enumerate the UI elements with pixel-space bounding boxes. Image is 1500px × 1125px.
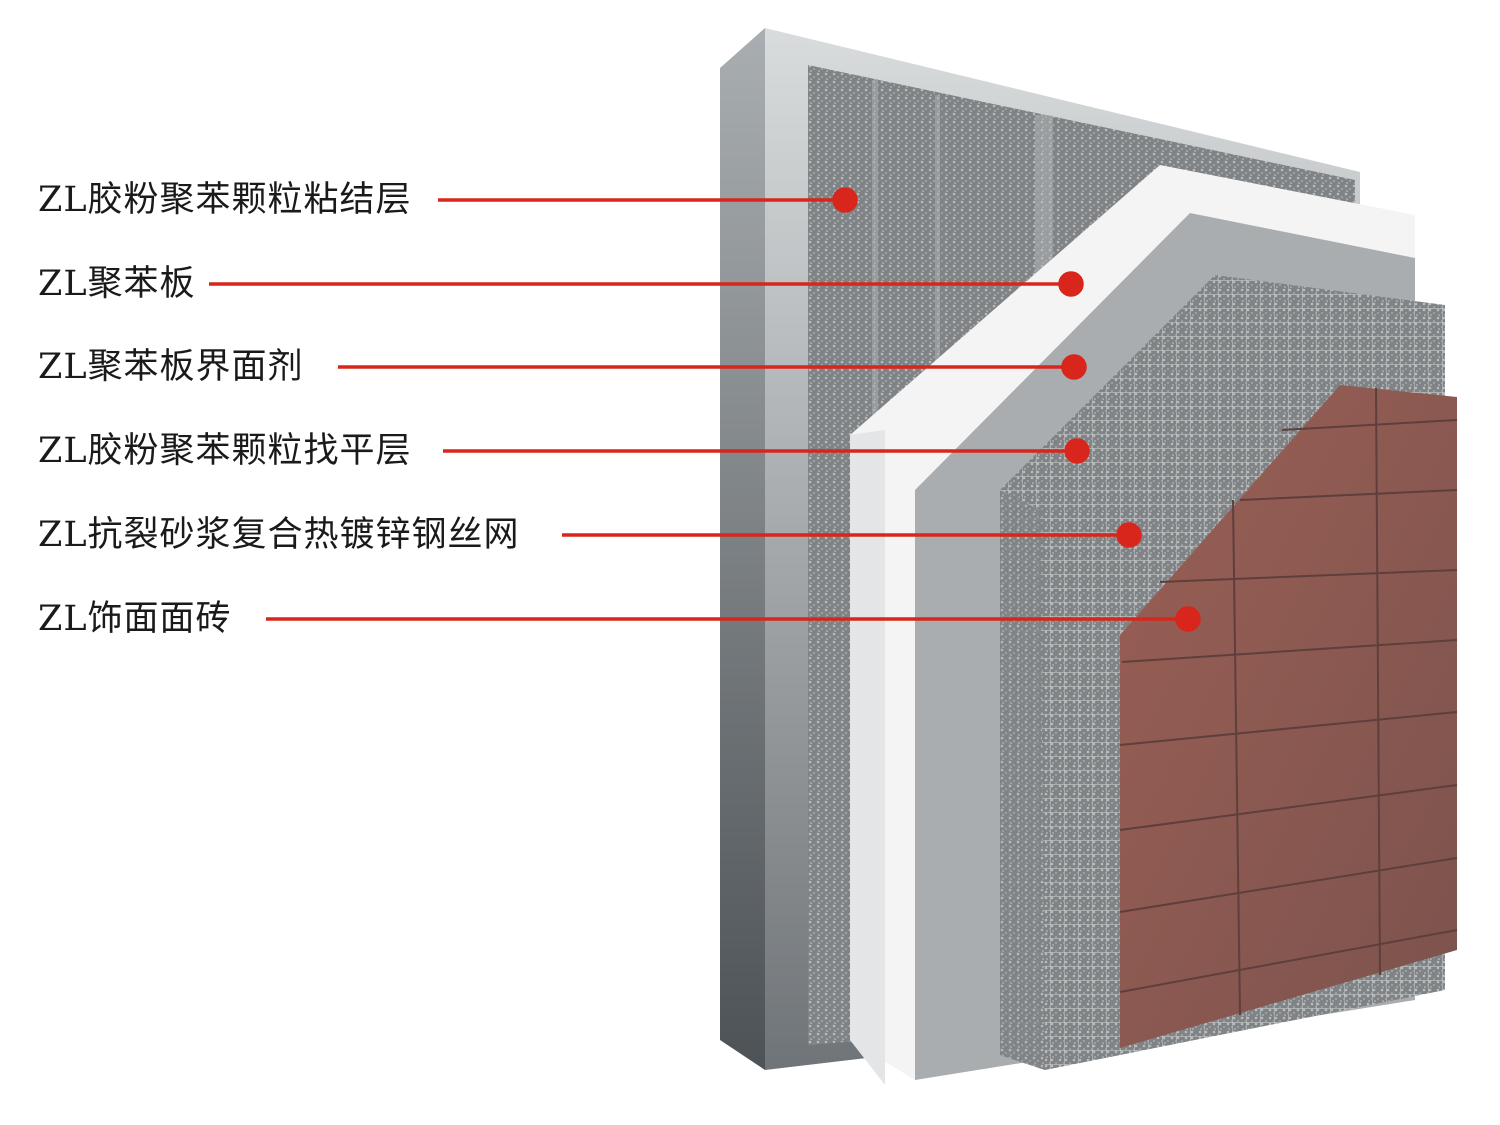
label-eps-board: ZL聚苯板 bbox=[38, 264, 196, 304]
marker-dot-2 bbox=[1058, 271, 1084, 297]
label-facing-tile: ZL饰面面砖 bbox=[38, 599, 232, 639]
marker-dot-6 bbox=[1175, 606, 1201, 632]
marker-dot-5 bbox=[1116, 522, 1142, 548]
marker-dot-3 bbox=[1061, 354, 1087, 380]
label-adhesive-layer: ZL胶粉聚苯颗粒粘结层 bbox=[38, 180, 412, 220]
marker-dot-4 bbox=[1064, 438, 1090, 464]
tile-layer bbox=[1119, 385, 1458, 1048]
label-eps-interface-agent: ZL聚苯板界面剂 bbox=[38, 347, 304, 387]
label-leveling-layer: ZL胶粉聚苯颗粒找平层 bbox=[38, 431, 412, 471]
marker-dot-1 bbox=[832, 187, 858, 213]
label-anti-crack-mesh: ZL抗裂砂浆复合热镀锌钢丝网 bbox=[38, 515, 520, 555]
